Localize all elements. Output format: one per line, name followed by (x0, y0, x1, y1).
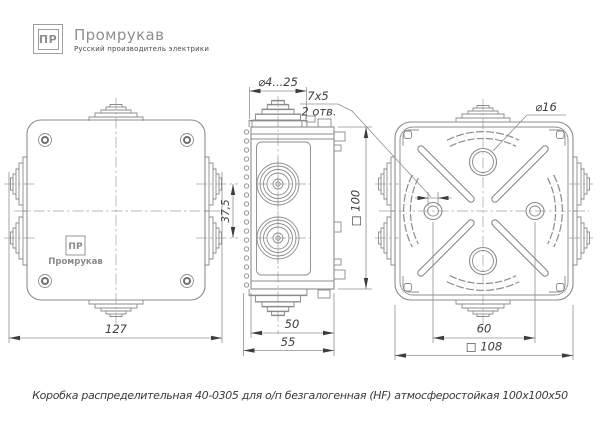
side-entry-boss-bottom (256, 216, 300, 260)
brand-tagline: Русский производитель электрики (74, 45, 210, 53)
front-centerlines (4, 98, 238, 326)
dim-depth-body: 50 (250, 293, 335, 356)
side-lid-gasket (243, 129, 250, 288)
dim-side-height: □ 100 (338, 126, 372, 290)
screw-icon (38, 133, 52, 147)
back-box-inner-outline (399, 126, 569, 296)
side-face-plate (256, 141, 311, 276)
dim-value-127: 127 (105, 322, 128, 336)
dim-value-60: 60 (477, 322, 492, 336)
knockout-arcs (403, 131, 563, 291)
mount-slot-left (423, 201, 443, 221)
side-entry-boss-top (256, 162, 300, 206)
screw-icon (180, 274, 194, 288)
front-view: ПР Промрукав 127 37,5 (4, 98, 238, 343)
front-box-outline (26, 119, 206, 301)
dim-depth-overall: 55 (243, 293, 334, 356)
drawing-caption: Коробка распределительная 40-0305 для о/… (32, 389, 568, 402)
screw-icon (180, 133, 194, 147)
dim-gland-offset: 37,5 (220, 184, 236, 238)
callout-value-2-holes: 2 отв. (301, 105, 336, 119)
vent-slots (417, 145, 549, 277)
brand-name: Промрукав (74, 26, 165, 44)
dim-back-overall: □ 108 (394, 305, 574, 360)
dim-value-108: □ 108 (466, 340, 502, 354)
cover-brand-engraving: ПР Промрукав (48, 235, 103, 267)
dim-front-width: 127 (8, 172, 223, 343)
side-rim-lines (251, 119, 334, 282)
back-view: ⌀16 7х5 2 отв. 60 (300, 89, 593, 360)
dim-mount-spacing: 60 (432, 222, 536, 343)
callout-value-d16: ⌀16 (535, 100, 557, 114)
brand-logo-monogram: ПР (37, 28, 59, 50)
dim-value-100: □ 100 (349, 190, 363, 226)
dim-entry-range: ⌀4...25 (249, 75, 307, 119)
side-view: ⌀4...25 □ 100 50 (243, 75, 372, 356)
corner-details (402, 129, 566, 293)
brand-logo-icon: ПР (33, 24, 63, 54)
callout-mount-slot: 7х5 2 отв. (300, 89, 452, 206)
screw-icon (38, 274, 52, 288)
knockout-hole-bottom (468, 246, 498, 276)
mount-slot-right (525, 201, 545, 221)
dim-value-d4-25: ⌀4...25 (258, 75, 298, 89)
callout-value-7x5: 7х5 (307, 89, 328, 103)
cover-logo-monogram: ПР (68, 242, 83, 252)
side-centerlines (256, 96, 310, 334)
side-body-outline (250, 126, 335, 290)
knockout-hole-top (468, 147, 498, 177)
cover-screws (38, 133, 194, 288)
side-latch-tabs (305, 115, 346, 299)
dim-value-50: 50 (285, 317, 300, 331)
callout-knockout-diameter: ⌀16 (492, 100, 566, 152)
dim-value-37-5: 37,5 (220, 199, 232, 223)
cover-logo-text: Промрукав (48, 257, 103, 267)
dim-value-55: 55 (281, 335, 296, 349)
